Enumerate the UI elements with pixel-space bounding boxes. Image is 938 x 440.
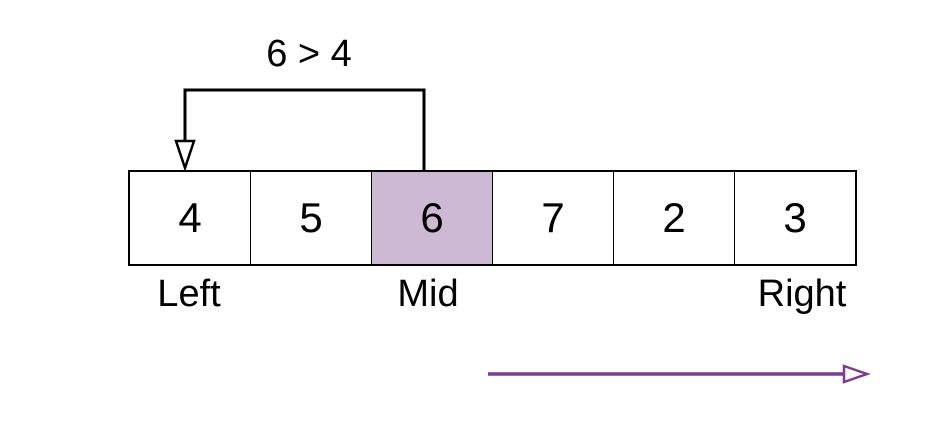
- mid-to-left-connector: [183, 88, 426, 172]
- array-cell-2-mid-highlight: 6: [372, 172, 493, 264]
- comparison-annotation: 6 > 4: [266, 33, 352, 75]
- mid-pointer-label: Mid: [397, 273, 459, 315]
- array-row: 4 5 6 7 2 3: [128, 170, 857, 266]
- array-cell-1: 5: [251, 172, 372, 264]
- array-cell-5: 3: [783, 194, 807, 241]
- right-pointer-label: Right: [757, 273, 847, 315]
- down-arrowhead-icon: [174, 139, 196, 172]
- left-pointer-label: Left: [157, 273, 221, 315]
- right-arrowhead-icon: [842, 364, 871, 384]
- array-cell-3: 7: [493, 172, 614, 264]
- array-cell-4: 2: [614, 172, 735, 264]
- array-cell-0: 4: [130, 172, 251, 264]
